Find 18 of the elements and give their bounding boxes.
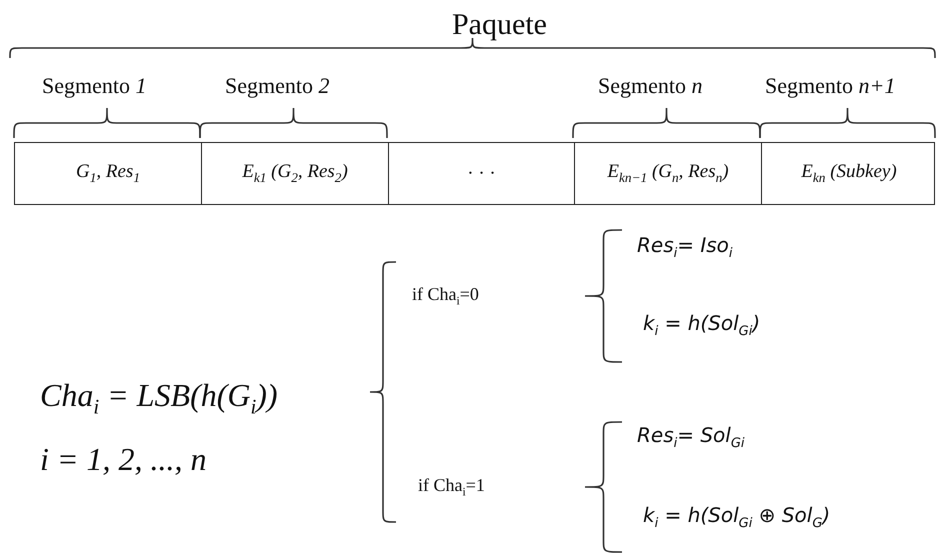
segment-label: Paquete <box>452 8 547 41</box>
formula-text: Res$_{i}$= Sol$_{Gi}$ <box>637 424 745 452</box>
cell-formula: E$_{kn}$ (Subkey) <box>801 161 897 186</box>
formula-text: i = 1, 2, ..., n <box>40 442 206 478</box>
formula-text: k$_{i}$ = h(Sol$_{Gi}$ ⊕ Sol$_{G}$) <box>643 504 830 532</box>
formula-text: if Cha$_{i}$=0 <box>412 285 479 308</box>
formula-text: k$_{i}$ = h(Sol$_{Gi}$) <box>643 312 760 340</box>
formula-text: Cha$_{i}$ = LSB(h(G$_{i}$)) <box>40 378 278 420</box>
cell-formula: E$_{kn−1}$ (G$_{n}$, Res$_{n}$) <box>607 161 729 186</box>
segment-label: Segmento 2 <box>225 74 330 98</box>
segment-label: Segmento n+1 <box>765 74 896 98</box>
formula-text: if Cha$_{i}$=1 <box>418 476 485 500</box>
segment-label: Segmento n <box>598 74 702 98</box>
cell-formula: G$_{1}$, Res$_{1}$ <box>76 161 140 186</box>
formula-text: Res$_{i}$= Iso$_{i}$ <box>637 234 733 262</box>
cell-formula: · · · <box>467 162 496 184</box>
cell-formula: E$_{k1}$ (G$_{2}$, Res$_{2}$) <box>242 161 348 186</box>
segment-label: Segmento 1 <box>42 74 146 98</box>
